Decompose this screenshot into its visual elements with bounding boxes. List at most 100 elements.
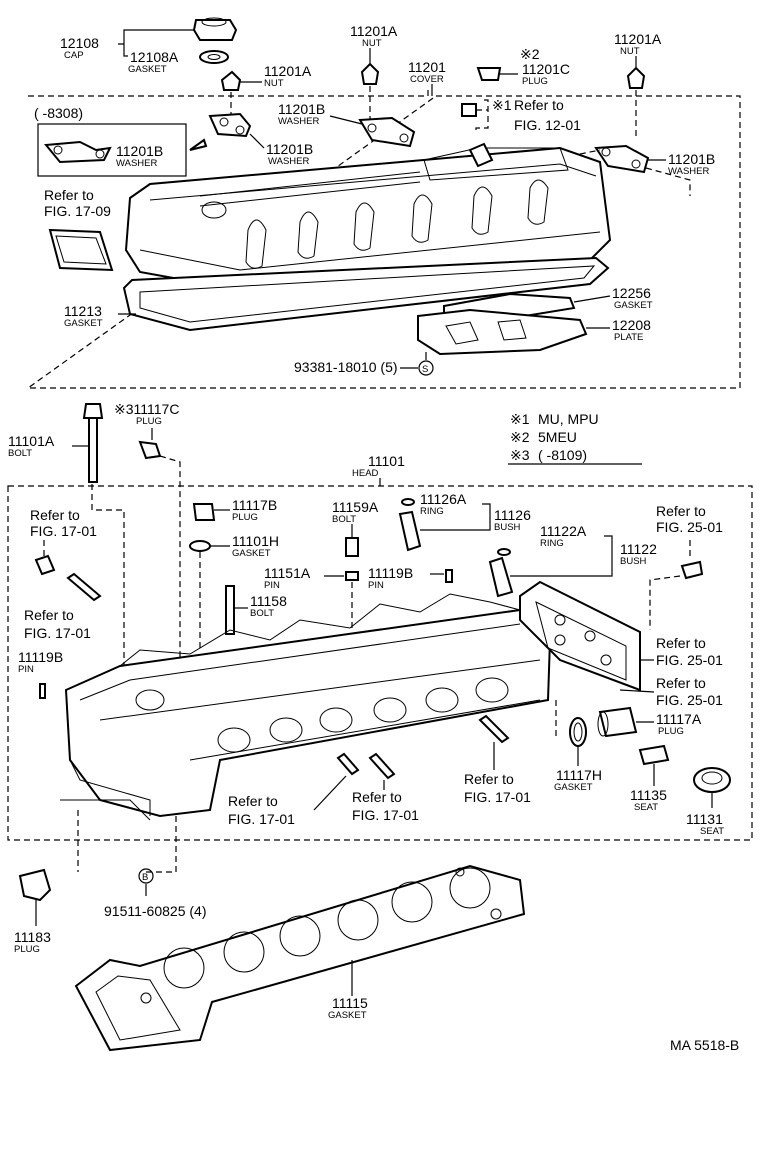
head-gasket	[74, 864, 526, 1052]
ref-2501-a-line2: FIG. 25-01	[656, 519, 723, 535]
ref-2501-c-line1: Refer to	[656, 675, 706, 691]
bush-122-name: BUSH	[620, 556, 647, 567]
nut-left	[220, 70, 242, 91]
ref-1701-c-line1: Refer to	[228, 793, 278, 809]
baffle-plate-num: 12208	[612, 317, 651, 333]
head-gasket-h-name: GASKET	[232, 548, 271, 559]
stud-left	[66, 572, 102, 602]
pin-119b	[445, 569, 453, 583]
washer-mark: ※1	[492, 97, 512, 113]
valve-seat-135	[638, 744, 670, 766]
nut-left-name: NUT	[264, 78, 284, 89]
head-plug-b-num: 11117B	[232, 497, 277, 513]
plug-gasket-name: GASKET	[614, 300, 653, 311]
ref-1701-d-line1: Refer to	[352, 789, 402, 805]
ref-1701-e-line2: FIG. 17-01	[464, 789, 531, 805]
ref-2501-b-line2: FIG. 25-01	[656, 652, 723, 668]
ref-2501-c-line2: FIG. 25-01	[656, 692, 723, 708]
head-plug-c	[138, 440, 162, 460]
ref-2501-a-line1: Refer to	[656, 503, 706, 519]
dowel-left	[34, 554, 56, 576]
ref-1701-b-line2: FIG. 17-01	[24, 625, 91, 641]
head-plug-b	[192, 503, 216, 521]
nut-center	[360, 62, 380, 85]
ref-1701-d-line2: FIG. 17-01	[352, 807, 419, 823]
valve-seat-135-name: SEAT	[634, 802, 658, 813]
nut-center-name: NUT	[362, 38, 382, 49]
head-plug-a	[598, 706, 638, 738]
ref-1701-a-line2: FIG. 17-01	[30, 523, 97, 539]
inset-washer-name: WASHER	[116, 158, 157, 169]
ring-122a-name: RING	[540, 538, 564, 549]
head-plug-a-name: PLUG	[658, 726, 684, 737]
washer-right	[594, 144, 650, 174]
stud-158-num: 11158	[250, 593, 287, 609]
washer-right-num: 11201B	[668, 151, 715, 167]
plug-mark: ※2	[520, 46, 540, 62]
range-note: ( -8308)	[34, 105, 83, 121]
bush-122	[488, 556, 514, 598]
cover-plug-name: PLUG	[522, 76, 548, 87]
nut-right	[626, 66, 646, 89]
plug-gasket-h	[569, 717, 587, 747]
ring-126a-num: 11126A	[420, 491, 467, 507]
washer-right-name: WASHER	[668, 166, 709, 177]
cap-leader	[118, 29, 194, 57]
ref-1701-c-line2: FIG. 17-01	[228, 811, 295, 827]
stud-bottom-right	[478, 714, 510, 744]
ring-122a-num: 11122A	[540, 523, 587, 539]
nut-center-num: 11201A	[350, 23, 398, 39]
ring-122a	[497, 548, 511, 556]
pin-151a-name: PIN	[264, 580, 280, 591]
plug-gasket-num: 12256	[612, 285, 651, 301]
cover-plug	[476, 67, 502, 81]
cap-gasket-num: 12108A	[130, 49, 179, 65]
washer-left	[208, 112, 252, 138]
pin-151a-num: 11151A	[264, 565, 311, 581]
baffle-plate-name: PLATE	[614, 332, 643, 343]
ref-fig1709-line1: Refer to	[44, 187, 94, 203]
plug-gasket-h-num: 11117H	[556, 767, 602, 783]
ring-126a	[401, 498, 415, 506]
head-plug-b-name: PLUG	[232, 512, 258, 523]
valve-seat-135-num: 11135	[630, 787, 667, 803]
cap-gasket-name: GASKET	[128, 64, 167, 75]
plug-gasket-h-name: GASKET	[554, 782, 593, 793]
dowel-bottom	[336, 752, 360, 776]
cam-plug	[18, 868, 52, 902]
notes-block: ※1 MU, MPU ※2 5MEU ※3 ( -8109)	[508, 411, 642, 465]
stud-bottom	[368, 752, 396, 780]
head-num: 11101	[368, 453, 405, 469]
pin-left	[39, 683, 46, 699]
baffle-plate	[417, 308, 588, 356]
stud-right	[680, 560, 704, 580]
pin-left-name: PIN	[18, 664, 34, 675]
note-3-mark: ※3	[510, 447, 530, 463]
note-1-text: MU, MPU	[538, 411, 599, 427]
breather-plug	[461, 103, 477, 117]
head-plug-a-num: 11117A	[656, 711, 702, 727]
head-plug-c-name: PLUG	[136, 416, 162, 427]
ref-1701-b-line1: Refer to	[24, 607, 74, 623]
bolt-159a-name: BOLT	[332, 514, 356, 525]
pin-left-num: 11119B	[18, 649, 63, 665]
cover-plug-num: 11201C	[522, 61, 570, 77]
note-2-mark: ※2	[510, 429, 530, 445]
valve-cover	[124, 142, 612, 292]
head-bolt-name: BOLT	[8, 448, 32, 459]
cylinder-head	[60, 593, 552, 821]
screw-b-ref: 91511-60825 (4)	[104, 903, 206, 919]
washer-left-name: WASHER	[268, 156, 309, 167]
cover-gasket	[122, 256, 610, 332]
washer-left-num: 11201B	[266, 141, 313, 157]
head-group-box	[7, 485, 753, 841]
bush-126-name: BUSH	[494, 522, 521, 533]
bush-126	[398, 510, 422, 552]
pin-151a	[345, 571, 359, 581]
head-plug-b-gasket	[189, 540, 211, 552]
ref-1701-e-line1: Refer to	[464, 771, 514, 787]
valve-seat-131-name: SEAT	[700, 826, 724, 837]
ring-126a-name: RING	[420, 506, 444, 517]
